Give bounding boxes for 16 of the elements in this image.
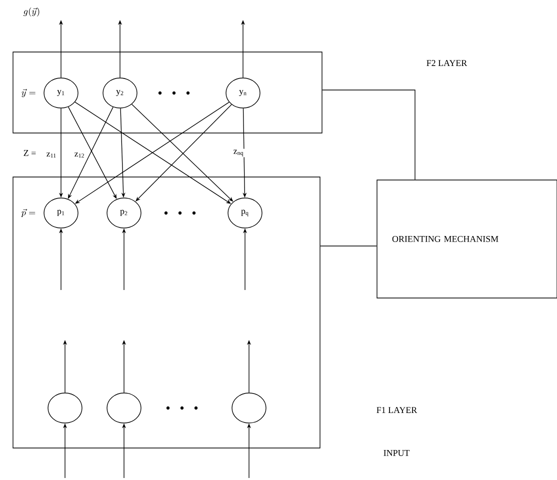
weight-label: z$_{nq}$: [232, 148, 245, 158]
vector-label: $\vec{y} =$: [20, 88, 37, 98]
connector-line: [322, 90, 416, 180]
neuron-circle: [232, 392, 266, 424]
layer-box: [12, 52, 322, 134]
mechanism-box: ORIENTING MECHANISM: [376, 180, 557, 298]
layer-label: F1 LAYER: [375, 406, 418, 414]
neuron-circle: [48, 392, 82, 424]
output-label: $g(\vec{y})$: [22, 6, 42, 18]
vector-label: $\vec{p} =$: [20, 208, 37, 218]
neuron-circle: [106, 392, 142, 424]
input-label: INPUT: [382, 449, 411, 457]
layer-box: [12, 176, 320, 448]
weight-label: z$_{11}$: [45, 151, 58, 159]
weight-label: Z =: [22, 149, 38, 157]
layer-label: F2 LAYER: [425, 59, 468, 67]
